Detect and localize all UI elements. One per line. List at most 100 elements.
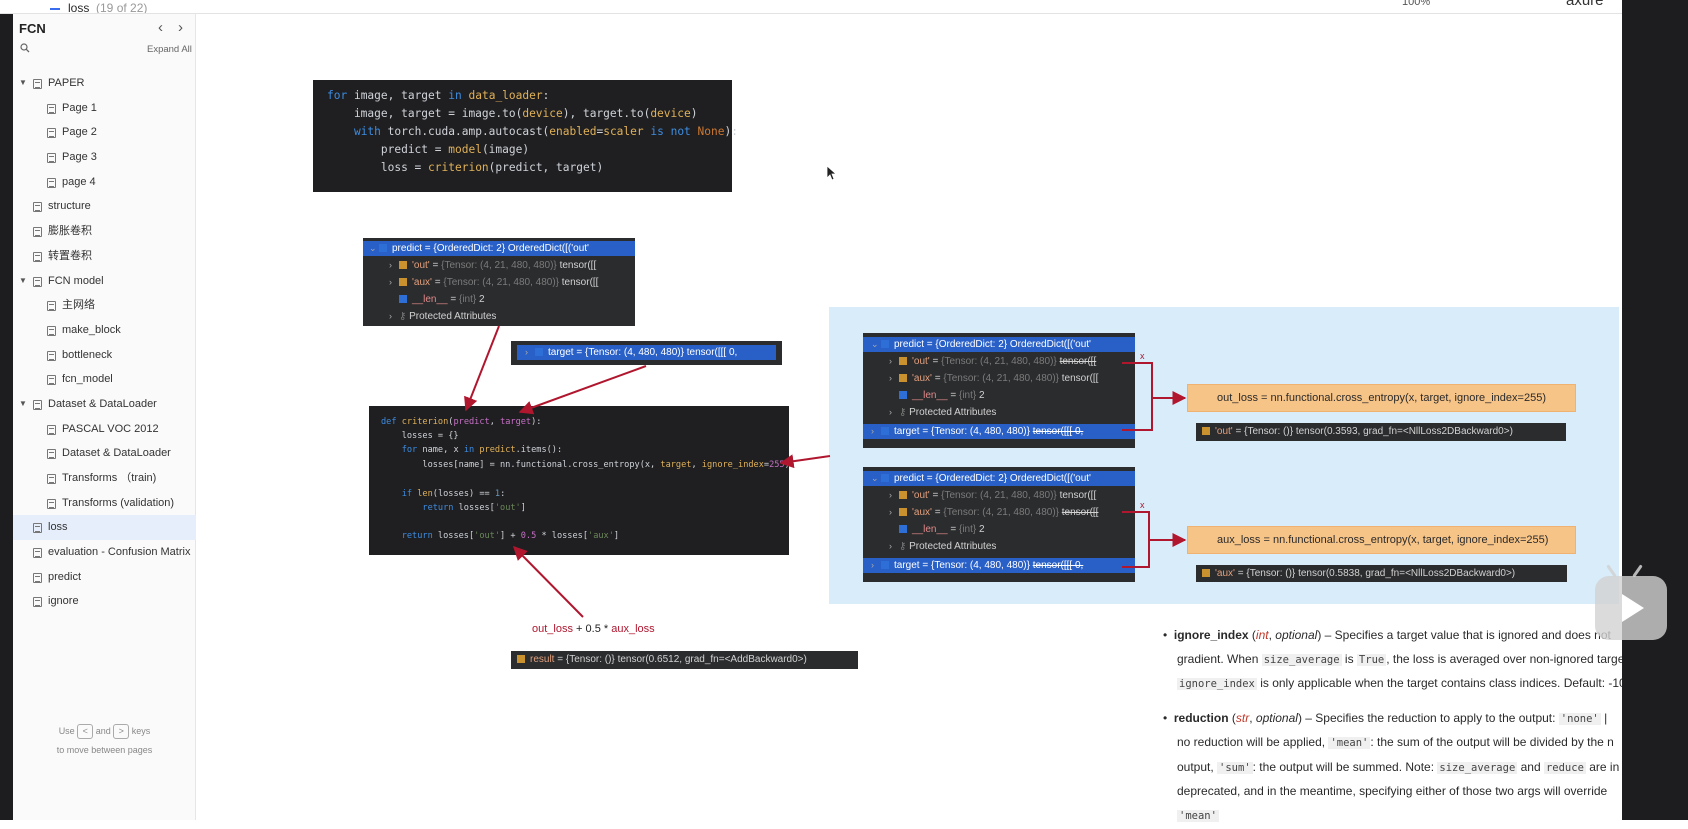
debug-row-target[interactable]: ›target = {Tensor: (4, 480, 480)} tensor…: [863, 424, 1135, 439]
sidebar-item[interactable]: bottleneck: [13, 343, 196, 368]
sidebar-item[interactable]: Transforms (validation): [13, 491, 196, 516]
sidebar-item[interactable]: fcn_model: [13, 367, 196, 392]
page-icon: [47, 474, 56, 484]
debug-row-out[interactable]: ›'out' = {Tensor: (4, 21, 480, 480)} ten…: [889, 490, 1097, 501]
sidebar-item[interactable]: ▼ PAPER: [13, 71, 196, 96]
sidebar-item[interactable]: 转置卷积: [13, 244, 196, 269]
sidebar-item-label: Page 1: [62, 101, 97, 114]
out-loss-result: 'out' = {Tensor: ()} tensor(0.3593, grad…: [1196, 423, 1566, 441]
debug-row-target[interactable]: ›target = {Tensor: (4, 480, 480)} tensor…: [517, 345, 776, 360]
code-line: if len(losses) == 1:: [401, 489, 506, 499]
sidebar-item-label: fcn_model: [62, 373, 113, 386]
video-play-icon[interactable]: [1595, 576, 1667, 640]
debug-row-len: __len__ = {int} 2: [863, 522, 985, 537]
next-page-icon[interactable]: ›: [178, 19, 183, 36]
expand-caret-icon[interactable]: ▼: [19, 78, 27, 87]
sidebar-item-label: PASCAL VOC 2012: [62, 422, 159, 435]
sidebar-item-label: predict: [48, 570, 82, 583]
key-icon: ⚷: [899, 407, 910, 418]
variable-icon: [881, 427, 889, 436]
expand-all-link[interactable]: Expand All: [147, 44, 192, 55]
expand-caret-icon[interactable]: ▼: [19, 275, 27, 285]
debug-row-aux[interactable]: ›'aux' = {Tensor: (4, 21, 480, 480)} ten…: [889, 373, 1099, 384]
debug-row-target[interactable]: ›target = {Tensor: (4, 480, 480)} tensor…: [863, 558, 1135, 573]
page-icon: [47, 375, 56, 386]
debug-predict-right-top[interactable]: ⌄predict = {OrderedDict: 2} OrderedDict(…: [863, 333, 1135, 448]
sidebar-item[interactable]: Transforms （train): [13, 466, 196, 491]
project-title: FCN: [19, 21, 46, 36]
sidebar-item[interactable]: predict: [13, 565, 196, 590]
sidebar-item[interactable]: evaluation - Confusion Matrix: [13, 540, 196, 565]
sidebar-item[interactable]: loss: [13, 515, 196, 541]
debug-predict-right-bottom[interactable]: ⌄predict = {OrderedDict: 2} OrderedDict(…: [863, 467, 1135, 582]
sidebar-item[interactable]: ▼Dataset & DataLoader: [13, 392, 196, 417]
sidebar-item[interactable]: 膨胀卷积: [13, 219, 196, 244]
right-key-icon: >: [113, 724, 130, 739]
debug-row-out[interactable]: ›'out' = {Tensor: (4, 21, 480, 480)} ten…: [389, 260, 597, 271]
code-line: return losses['out'] + 0.5 * losses['aux…: [401, 531, 620, 541]
field-icon: [899, 374, 907, 383]
page-icon: [33, 399, 42, 410]
sidebar-item[interactable]: Page 1: [13, 96, 196, 121]
debug-row-protected[interactable]: ›⚷ Protected Attributes: [889, 541, 997, 552]
field-icon: [517, 655, 525, 664]
variable-icon: [379, 244, 387, 253]
field-icon: [1202, 427, 1210, 436]
page-icon: [33, 79, 42, 89]
int-icon: [899, 391, 907, 400]
arrow-predict: [464, 325, 500, 412]
total-loss-result: result = {Tensor: ()} tensor(0.6512, gra…: [511, 651, 858, 669]
sidebar-item[interactable]: ▼ FCN model: [13, 269, 196, 294]
sidebar-item[interactable]: Page 3: [13, 145, 196, 170]
debug-target-left[interactable]: ›target = {Tensor: (4, 480, 480)} tensor…: [511, 341, 782, 365]
prev-page-icon[interactable]: ‹: [158, 19, 163, 36]
page-icon: [33, 548, 42, 559]
page-icon: [33, 251, 42, 262]
nav-hint-line1: Use < and > keys: [13, 724, 196, 739]
sidebar-item[interactable]: 主网络: [13, 293, 196, 318]
sidebar-item[interactable]: ignore: [13, 589, 196, 614]
debug-row-len: __len__ = {int} 2: [863, 388, 985, 403]
sidebar-item[interactable]: structure: [13, 194, 196, 219]
sidebar-item[interactable]: Page 2: [13, 120, 196, 145]
page-icon: [47, 449, 56, 460]
sidebar-item-label: FCN model: [48, 274, 104, 287]
page-icon: [33, 202, 42, 213]
debug-row-predict[interactable]: ⌄predict = {OrderedDict: 2} OrderedDict(…: [863, 471, 1135, 486]
debug-row-protected[interactable]: ›⚷ Protected Attributes: [889, 407, 997, 418]
sidebar-item[interactable]: Dataset & DataLoader: [13, 441, 196, 466]
expand-caret-icon[interactable]: ▼: [19, 398, 27, 408]
sidebar-item-label: PAPER: [48, 77, 85, 89]
debug-row-out[interactable]: ›'out' = {Tensor: (4, 21, 480, 480)} ten…: [889, 356, 1097, 367]
training-loop-code: for image, target in data_loader: image,…: [313, 80, 738, 192]
debug-row-predict[interactable]: ⌄predict = {OrderedDict: 2} OrderedDict(…: [363, 241, 635, 256]
bracket-out: [1122, 362, 1153, 431]
debug-row-aux[interactable]: ›'aux' = {Tensor: (4, 21, 480, 480)} ten…: [889, 507, 1099, 518]
debug-row-aux[interactable]: ›'aux' = {Tensor: (4, 21, 480, 480)} ten…: [389, 277, 599, 288]
arrow-panel: [779, 454, 831, 469]
sidebar-item[interactable]: PASCAL VOC 2012: [13, 417, 196, 442]
search-icon[interactable]: [20, 43, 30, 56]
sidebar-item-label: Dataset & DataLoader: [62, 447, 171, 460]
sidebar-item-label: make_block: [62, 323, 121, 336]
debug-row-predict[interactable]: ⌄predict = {OrderedDict: 2} OrderedDict(…: [863, 337, 1135, 352]
key-icon: ⚷: [899, 541, 910, 552]
debug-row-protected[interactable]: ›⚷ Protected Attributes: [389, 311, 497, 322]
debug-row-len: __len__ = {int} 2: [363, 292, 485, 307]
debug-predict-left[interactable]: ⌄predict = {OrderedDict: 2} OrderedDict(…: [363, 238, 635, 326]
code-line: image, target = image.to(device), target…: [327, 107, 698, 120]
code-line: return losses['out']: [422, 503, 526, 513]
zoom-level[interactable]: 100%: [1402, 0, 1431, 8]
variable-icon: [881, 474, 889, 483]
page-icon: [50, 7, 60, 10]
aux-loss-formula: aux_loss = nn.functional.cross_entropy(x…: [1187, 526, 1576, 554]
sidebar-item[interactable]: page 4: [13, 170, 196, 195]
field-icon: [899, 357, 907, 366]
sidebar-item[interactable]: make_block: [13, 318, 196, 343]
sidebar-item-label: loss: [48, 521, 68, 534]
page-icon: [33, 227, 42, 238]
page-counter: (19 of 22): [96, 1, 148, 14]
doc-reduction-line1: • reduction (str, optional) – Specifies …: [1163, 711, 1608, 725]
